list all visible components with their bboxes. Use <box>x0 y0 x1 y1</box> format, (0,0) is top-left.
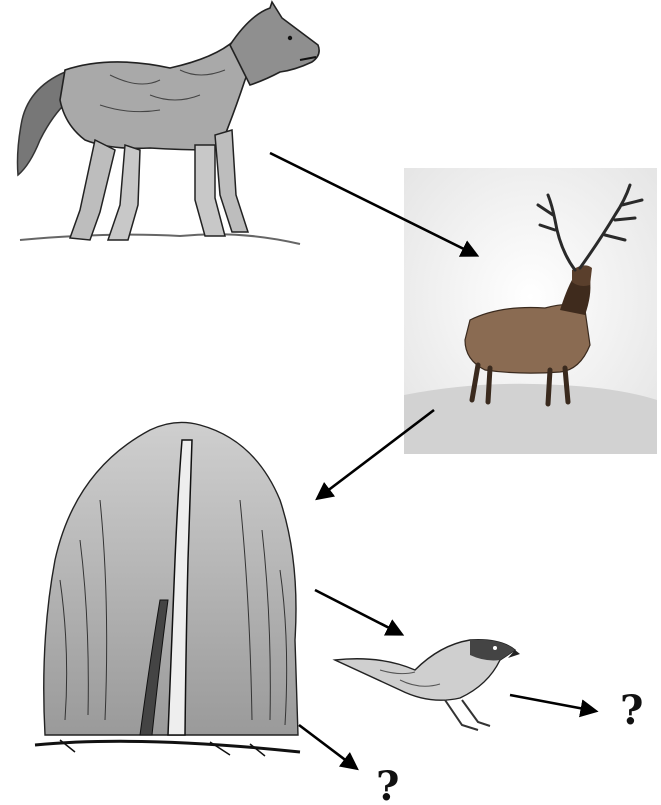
edge-tree-to-bird <box>315 590 401 634</box>
unknown-node-1: ? <box>620 687 643 734</box>
willow-tree-sketch <box>35 422 300 756</box>
unknown-node-2: ? <box>376 763 399 805</box>
edge-tree-to-unknown-2 <box>299 725 356 768</box>
sparrow-sketch <box>335 640 520 730</box>
wolf-sketch <box>10 0 330 250</box>
elk-painting <box>404 168 657 454</box>
edge-bird-to-unknown-1 <box>510 695 595 711</box>
